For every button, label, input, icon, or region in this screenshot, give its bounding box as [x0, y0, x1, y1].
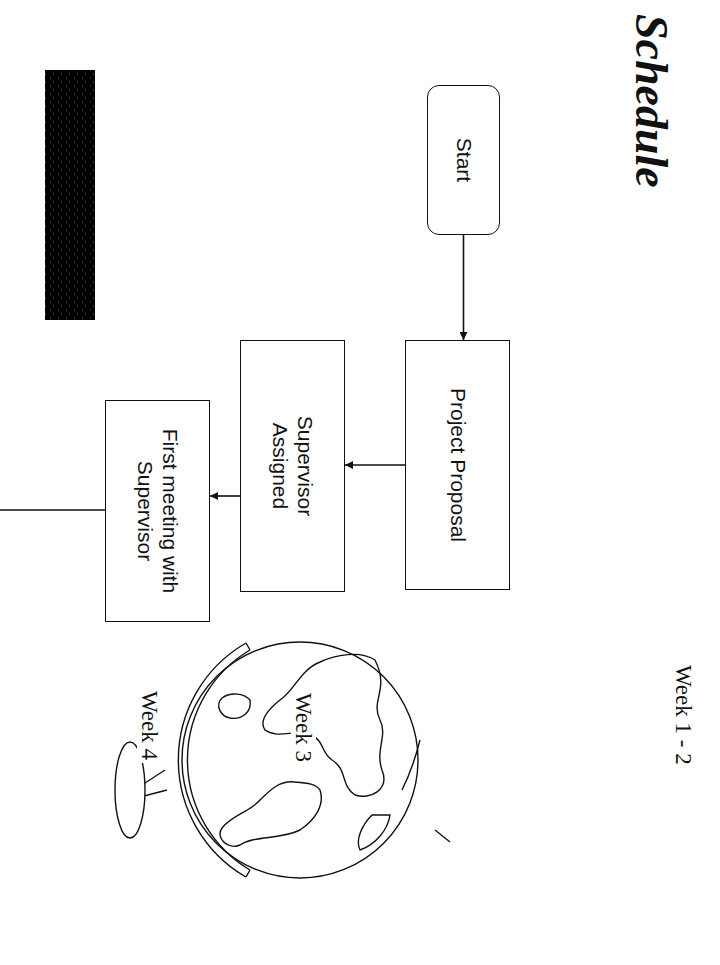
flow-arrow — [463, 235, 465, 340]
flow-arrow — [210, 495, 240, 497]
week-label: Week 3 — [291, 690, 316, 765]
box-text: Project Proposal — [445, 388, 469, 542]
box-text: Supervisor Assigned — [268, 381, 316, 551]
box-text: First meeting with Supervisor — [133, 425, 181, 597]
globe — [115, 642, 450, 878]
process-box: Supervisor Assigned — [240, 340, 345, 592]
black-banner — [45, 70, 95, 320]
week-label: Week 1 - 2 — [671, 662, 696, 768]
flow-arrow — [345, 464, 405, 466]
continuation-line — [0, 509, 105, 511]
process-box: Project Proposal — [405, 340, 510, 590]
slide-title: Schedule — [625, 14, 676, 188]
box-text: Start — [451, 138, 475, 182]
start-terminal: Start — [427, 85, 500, 235]
week-label: Week 4 — [137, 688, 162, 763]
process-box: First meeting with Supervisor — [105, 400, 210, 622]
